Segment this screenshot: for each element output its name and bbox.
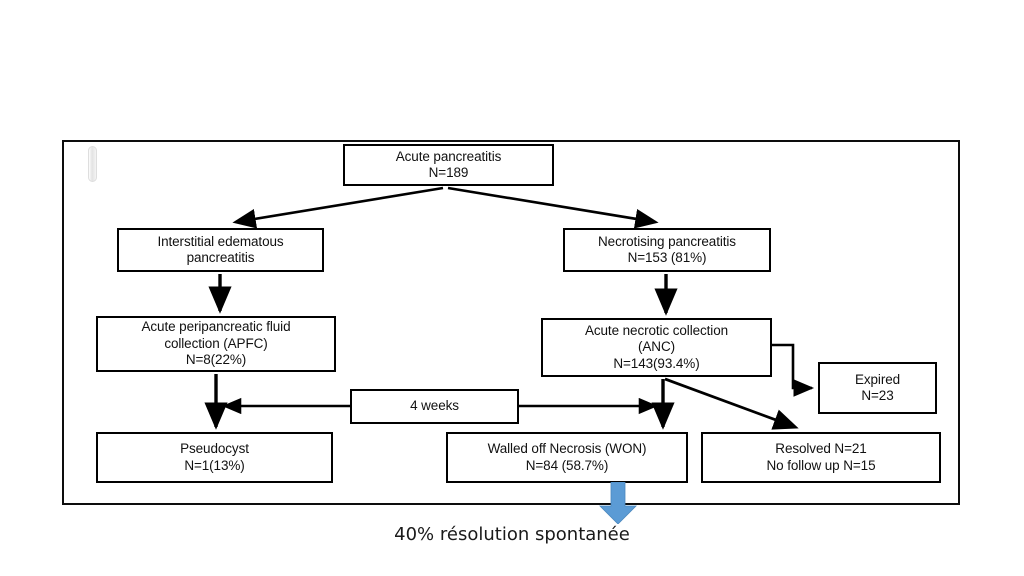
- node-line: N=1(13%): [184, 457, 245, 473]
- node-line: No follow up N=15: [766, 457, 876, 473]
- node-interstitial-edematous-pancreatitis: Interstitial edematous pancreatitis: [117, 228, 324, 272]
- node-line: N=84 (58.7%): [525, 457, 609, 473]
- node-acute-peripancreatic-fluid-collection: Acute peripancreatic fluid collection (A…: [96, 316, 336, 372]
- node-resolved-no-followup: Resolved N=21 No follow up N=15: [701, 432, 941, 483]
- node-line: N=153 (81%): [627, 250, 707, 265]
- node-expired: Expired N=23: [818, 362, 937, 414]
- node-pseudocyst: Pseudocyst N=1(13%): [96, 432, 333, 483]
- node-line: Walled off Necrosis (WON): [487, 441, 647, 457]
- node-line: N=189: [428, 165, 469, 180]
- node-line: N=23: [861, 388, 894, 403]
- node-acute-pancreatitis: Acute pancreatitis N=189: [343, 144, 554, 186]
- node-line: Resolved N=21: [775, 441, 867, 457]
- node-line: Necrotising pancreatitis: [598, 233, 736, 249]
- node-line: pancreatitis: [186, 250, 255, 265]
- node-walled-off-necrosis: Walled off Necrosis (WON) N=84 (58.7%): [446, 432, 688, 483]
- node-line: 4 weeks: [410, 398, 459, 414]
- node-line: Expired: [854, 371, 901, 387]
- node-line: Acute necrotic collection: [584, 322, 729, 338]
- node-line: collection (APFC): [164, 335, 268, 351]
- node-four-weeks: 4 weeks: [350, 389, 519, 424]
- scroll-artifact-shape: [88, 146, 97, 182]
- node-line: (ANC): [638, 339, 675, 355]
- caption-spontaneous-resolution: 40% résolution spontanée: [394, 524, 630, 545]
- blue-down-arrow-icon: [599, 482, 637, 524]
- node-line: N=8(22%): [185, 352, 247, 368]
- node-line: Pseudocyst: [180, 441, 249, 457]
- node-line: N=143(93.4%): [613, 355, 700, 371]
- node-acute-necrotic-collection: Acute necrotic collection (ANC) N=143(93…: [541, 318, 772, 377]
- node-line: Acute pancreatitis: [395, 148, 502, 164]
- node-necrotising-pancreatitis: Necrotising pancreatitis N=153 (81%): [563, 228, 771, 272]
- node-line: Acute peripancreatic fluid: [141, 319, 291, 335]
- node-line: Interstitial edematous: [157, 233, 284, 249]
